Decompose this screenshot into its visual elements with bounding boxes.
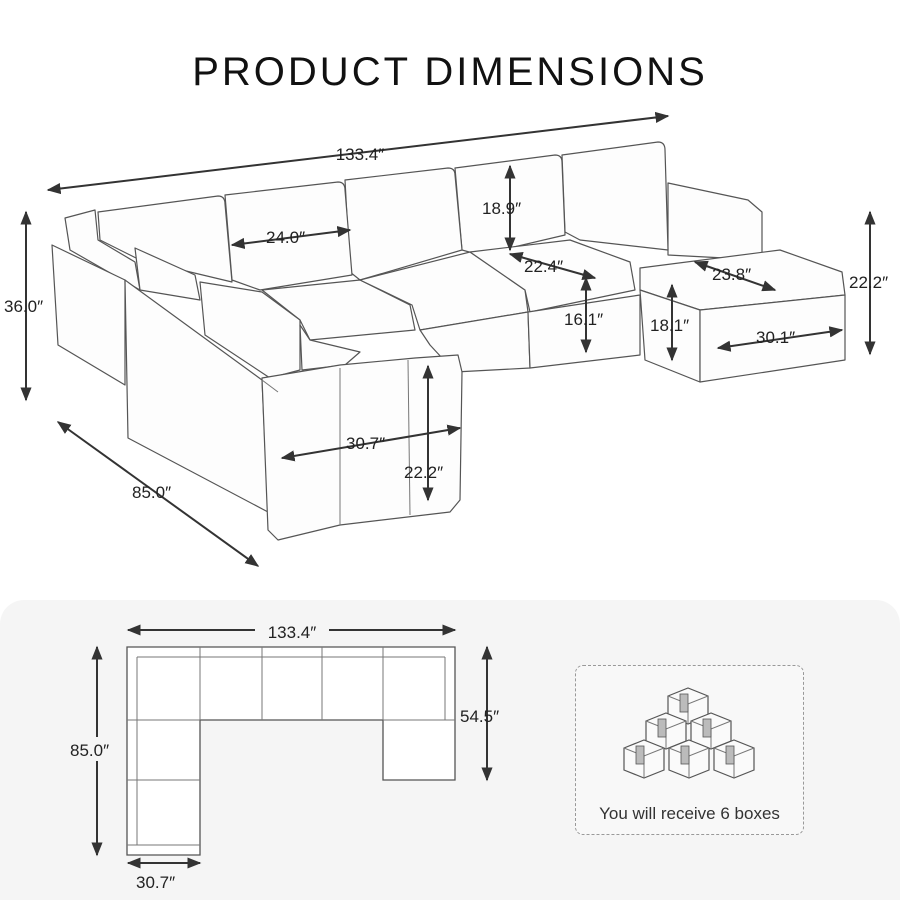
package-box-icon — [623, 739, 665, 779]
floor-plan-outline — [126, 646, 456, 856]
plan-chaise-width-label: 30.7″ — [136, 873, 175, 892]
package-box-icon — [713, 739, 755, 779]
plan-depth-label: 85.0″ — [70, 741, 109, 760]
ottoman-length-label: 30.1″ — [756, 328, 795, 347]
sofa-right-arm — [667, 182, 763, 261]
depth-label: 85.0″ — [132, 483, 171, 502]
left-back-cushion — [199, 281, 301, 379]
left-back-cushion — [134, 247, 201, 301]
boxes-caption: You will receive 6 boxes — [599, 804, 780, 823]
plan-right-depth-label: 54.5″ — [460, 707, 499, 726]
left-back — [64, 209, 141, 291]
seat-depth-label: 22.4″ — [524, 257, 563, 276]
seat-depth-line — [508, 252, 597, 280]
ottoman-width-label: 23.8″ — [712, 265, 751, 284]
seat-width-label: 24.0″ — [266, 228, 305, 247]
depth-line — [56, 421, 260, 567]
seat-height-label: 16.1″ — [564, 310, 603, 329]
arm-height-label: 22.2″ — [404, 463, 443, 482]
seat-cushion — [299, 324, 361, 371]
package-box-icon — [668, 739, 710, 779]
overall-width-label: 133.4″ — [336, 145, 385, 164]
arm-width-label: 30.7″ — [346, 434, 385, 453]
back-cushion — [561, 141, 669, 251]
ottoman-right-height-label: 22.2″ — [849, 273, 888, 292]
overall-height-label: 36.0″ — [4, 297, 43, 316]
package-box-icon — [623, 687, 755, 779]
left-side-upper — [51, 244, 126, 386]
sofa-illustration — [51, 141, 846, 541]
ottoman-length-line — [716, 326, 844, 352]
ottoman-height-label: 18.1″ — [650, 316, 689, 335]
sofa-dimensions: 133.4″ 36.0″ 85.0″ 24.0″ 18.9″ 22.4″ 16.… — [4, 111, 888, 567]
ottoman-width-line — [693, 260, 777, 292]
boxes-info-card: You will receive 6 boxes — [575, 665, 804, 835]
plan-width-label: 133.4″ — [268, 623, 317, 642]
floor-plan: 133.4″ 85.0″ 54.5″ 30.7″ — [70, 618, 499, 892]
back-height-label: 18.9″ — [482, 199, 521, 218]
overall-width-line — [46, 111, 670, 195]
seat-width-line — [230, 226, 352, 249]
page-title: PRODUCT DIMENSIONS — [192, 50, 708, 94]
